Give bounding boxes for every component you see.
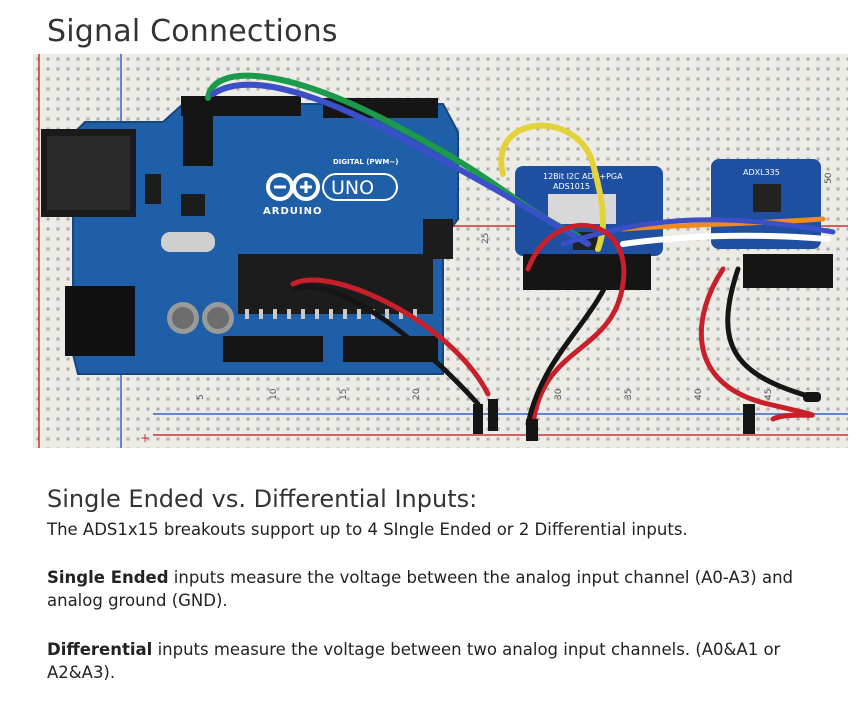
circuit-photo: + 5 10 15 20 25 30 35 40 45 50 [33,54,848,448]
row-number: 25 [481,233,491,244]
row-number: 50 [824,172,834,184]
single-ended-paragraph: Single Ended inputs measure the voltage … [47,566,837,612]
row-number: 15 [339,389,349,400]
svg-text:+: + [140,431,150,445]
arduino-model-label: UNO [331,177,374,199]
row-number: 10 [269,388,279,400]
differential-term: Differential [47,640,153,659]
arduino-logo-icon [266,173,320,201]
row-number: 35 [624,389,634,400]
arduino-logo-label: ARDUINO [263,206,322,217]
differential-description: inputs measure the voltage between two a… [47,640,781,682]
page-title: Signal Connections [47,14,338,49]
ads-label-1: 12Bit I2C ADC+PGA [543,172,623,181]
row-number: 20 [412,388,422,400]
row-number: 30 [554,388,564,400]
adxl-label: ADXL335 [743,168,780,177]
differential-paragraph: Differential inputs measure the voltage … [47,638,837,684]
wires [205,72,836,427]
row-number: 40 [694,388,704,400]
section-subtitle: Single Ended vs. Differential Inputs: [47,485,478,513]
single-ended-term: Single Ended [47,568,169,587]
row-number: 45 [764,389,774,400]
single-ended-description: inputs measure the voltage between the a… [47,568,794,610]
header-label: DIGITAL (PWM~) [333,158,398,166]
ads-label-2: ADS1015 [553,182,590,191]
intro-paragraph: The ADS1x15 breakouts support up to 4 SI… [47,520,688,539]
row-number: 5 [196,394,206,400]
